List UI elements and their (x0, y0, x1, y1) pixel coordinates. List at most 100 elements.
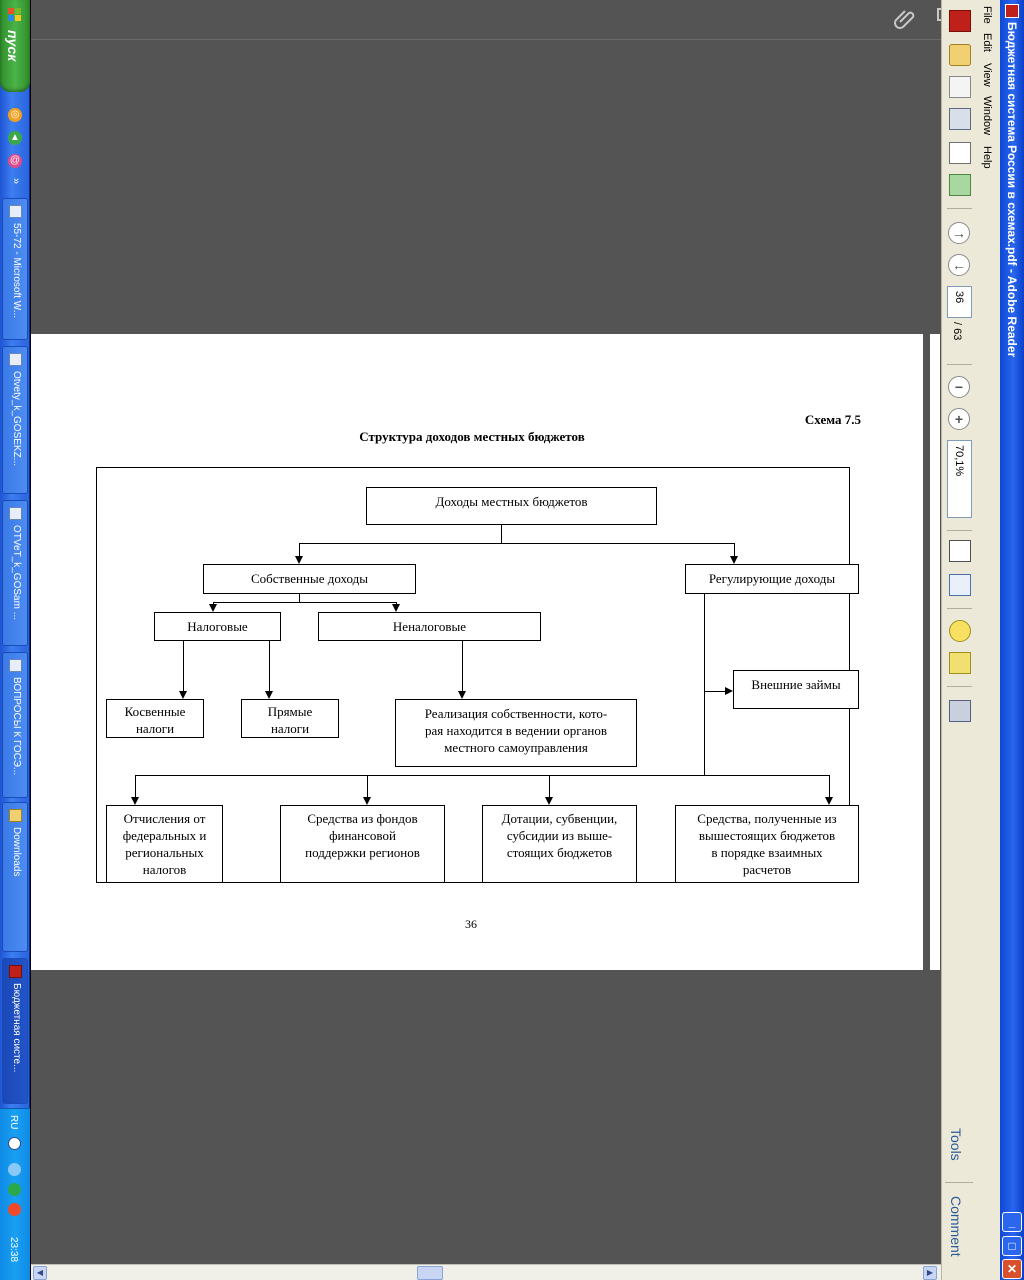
node-direct-taxes: Прямые налоги (241, 699, 339, 738)
node-label: Средства из фондов (307, 811, 418, 826)
node-label: налогов (142, 862, 187, 877)
language-indicator[interactable]: RU (8, 1115, 19, 1130)
taskbar: пуск ◎ ▲ @ » 55-72 - Microsoft W... Otve… (0, 0, 30, 1280)
open-folder-icon[interactable] (949, 44, 971, 66)
close-button[interactable]: ✕ (1002, 1259, 1022, 1279)
taskbar-item-label: Бюджетная систе... (11, 983, 22, 1073)
zoom-in-icon[interactable]: + (948, 408, 970, 430)
antivirus-icon[interactable] (8, 1203, 21, 1216)
taskbar-item-voprosy[interactable]: ВОПРОСЫ К ГОСЭ... (2, 652, 28, 798)
taskbar-item-otvet[interactable]: OTVeT_k_GOSam ... (2, 500, 28, 646)
scrollbar-thumb[interactable] (417, 1266, 443, 1280)
node-support-funds: Средства из фондов финансовой поддержки … (280, 805, 445, 883)
pdf-page: Схема 7.5 Структура доходов местных бюдж… (31, 334, 923, 970)
minimize-button[interactable]: _ (1002, 1212, 1022, 1232)
page-number-input[interactable]: 36 (947, 286, 972, 318)
node-regulating-revenue: Регулирующие доходы (685, 564, 859, 594)
node-local-budget-revenue: Доходы местных бюджетов (366, 487, 657, 525)
pdf-icon (9, 965, 22, 978)
node-label: стоящих бюджетов (506, 845, 613, 860)
menu-edit[interactable]: Edit (981, 33, 993, 52)
zoom-input[interactable]: 70,1% (947, 440, 972, 518)
highlight-icon[interactable] (949, 652, 971, 674)
node-label: налоги (135, 721, 175, 736)
quick-launch-more-icon[interactable]: » (10, 178, 22, 185)
diagram-title: Структура доходов местных бюджетов (359, 429, 585, 444)
node-label: Собственные доходы (250, 571, 368, 586)
attachment-icon[interactable] (894, 8, 920, 30)
reader-toolbar: → ← 36 / 63 − + 70,1% Tools Comment (941, 0, 976, 1280)
windows-logo-icon (8, 8, 22, 22)
menu-file[interactable]: File (981, 6, 993, 24)
print-icon[interactable] (949, 108, 971, 130)
system-tray: RU 23:38 (0, 1108, 30, 1280)
node-label: в порядке взаимных (711, 845, 823, 860)
sign-icon[interactable] (949, 174, 971, 196)
page-number-value: 36 (953, 291, 965, 304)
start-button[interactable]: пуск (0, 0, 30, 92)
maximize-button[interactable]: □ (1002, 1236, 1022, 1256)
menu-window[interactable]: Window (981, 96, 993, 136)
taskbar-item-adobe-reader[interactable]: Бюджетная систе... (2, 958, 28, 1104)
scroll-right-icon[interactable]: ▶ (923, 1266, 937, 1280)
window-title-bar[interactable]: Бюджетная система России в схемах.pdf - … (1000, 0, 1024, 1280)
node-label: расчетов (742, 862, 792, 877)
next-page-icon[interactable]: → (948, 222, 970, 244)
clock[interactable]: 23:38 (8, 1237, 19, 1263)
taskbar-item-label: 55-72 - Microsoft W... (11, 223, 22, 319)
quick-launch-browser-icon[interactable]: ◎ (8, 108, 22, 122)
node-label: местного самоуправления (444, 740, 588, 755)
fit-page-icon[interactable] (949, 574, 971, 596)
zoom-value: 70,1% (953, 445, 965, 477)
node-own-revenue: Собственные доходы (203, 564, 416, 594)
node-label: Внешние займы (751, 677, 841, 692)
taskbar-item-label: ВОПРОСЫ К ГОСЭ... (11, 677, 22, 776)
zoom-out-icon[interactable]: − (948, 376, 970, 398)
menu-view[interactable]: View (981, 63, 993, 87)
document-icon (9, 507, 22, 520)
comment-pane-tab[interactable]: Comment (948, 1196, 964, 1257)
document-icon (9, 353, 22, 366)
email-icon[interactable] (949, 142, 971, 164)
horizontal-scrollbar[interactable]: ◀ ▶ (31, 1264, 941, 1280)
node-label: Отчисления от (123, 811, 206, 826)
taskbar-item-label: OTVeT_k_GOSam ... (11, 525, 22, 621)
node-label: Прямые (267, 704, 313, 719)
taskbar-item-label: Downloads (11, 827, 22, 877)
node-label: рая находится в ведении органов (424, 723, 608, 738)
node-nontax: Неналоговые (318, 612, 541, 641)
create-pdf-icon[interactable] (949, 10, 971, 32)
node-label: региональных (125, 845, 204, 860)
document-icon (9, 659, 22, 672)
fullscreen-icon[interactable] (949, 700, 971, 722)
taskbar-item-otvety[interactable]: Otvety_k_GOSEKZ... (2, 346, 28, 494)
node-external-loans: Внешние займы (733, 670, 859, 709)
node-label: Дотации, субвенции, (501, 811, 618, 826)
node-label: Неналоговые (392, 619, 467, 634)
taskbar-item-label: Otvety_k_GOSEKZ... (11, 371, 22, 467)
quick-launch-media-icon[interactable]: @ (8, 154, 22, 168)
node-label: Регулирующие доходы (708, 571, 836, 586)
node-tax-deductions: Отчисления от федеральных и региональных… (106, 805, 223, 883)
sticky-note-icon[interactable] (949, 620, 971, 642)
fit-width-icon[interactable] (949, 540, 971, 562)
next-page-edge (930, 334, 940, 970)
help-icon[interactable] (8, 1137, 21, 1150)
node-label: Налоговые (187, 619, 248, 634)
tools-pane-tab[interactable]: Tools (948, 1128, 964, 1161)
taskbar-item-word[interactable]: 55-72 - Microsoft W... (2, 198, 28, 340)
sync-icon[interactable] (8, 1183, 21, 1196)
node-label: налоги (270, 721, 310, 736)
scroll-left-icon[interactable]: ◀ (33, 1266, 47, 1280)
previous-page-icon[interactable]: ← (948, 254, 970, 276)
node-label: субсидии из выше- (506, 828, 613, 843)
node-property-sale: Реализация собственности, кото- рая нахо… (395, 699, 637, 767)
node-label: федеральных и (122, 828, 207, 843)
quick-launch-download-icon[interactable]: ▲ (8, 131, 22, 145)
menu-help[interactable]: Help (981, 146, 993, 169)
save-icon[interactable] (949, 76, 971, 98)
network-icon[interactable] (8, 1163, 21, 1176)
start-label: пуск (5, 30, 21, 62)
node-label: Реализация собственности, кото- (424, 706, 608, 721)
taskbar-item-downloads[interactable]: Downloads (2, 802, 28, 952)
